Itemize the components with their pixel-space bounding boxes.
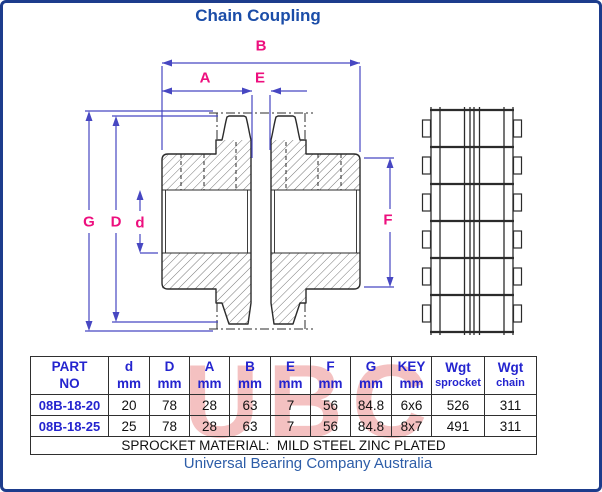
col-header-wgt-sprocket: Wgt sprocket: [431, 356, 485, 395]
col-header-B: B mm: [229, 356, 271, 395]
col-header-d: d mm: [108, 356, 150, 395]
dimensions-table: PART NO d mm D mm A mm B mm E mm: [30, 356, 537, 455]
page-title: Chain Coupling: [195, 6, 321, 25]
coupling-cross-section-drawing: [85, 59, 523, 335]
part-no: 08B-18-20: [38, 397, 101, 413]
col-header-A: A mm: [189, 356, 230, 395]
dim-label-E: E: [254, 69, 266, 87]
col-header-key: KEY mm: [391, 356, 432, 395]
col-header-F: F mm: [310, 356, 351, 395]
chain-side-view: [421, 107, 523, 335]
dim-label-D: D: [110, 213, 122, 231]
col-header-G: G mm: [350, 356, 392, 395]
material-note-row: SPROCKET MATERIAL: MILD STEEL ZINC PLATE…: [30, 436, 537, 455]
part-no: 08B-18-25: [38, 418, 101, 434]
dimension-lines: [85, 62, 394, 332]
company-footer: Universal Bearing Company Australia: [183, 455, 433, 472]
material-note: SPROCKET MATERIAL: MILD STEEL ZINC PLATE…: [30, 436, 537, 455]
col-header-E: E mm: [270, 356, 311, 395]
dimension-arrowheads: [85, 59, 394, 331]
dim-label-F: F: [383, 211, 393, 229]
dim-label-B: B: [255, 37, 267, 55]
table-row: 08B-18-20 20 78 28 63 7 56 84.8 6x6 526 …: [30, 394, 537, 416]
col-header-part-no: PART NO: [30, 356, 109, 395]
right-sprocket: [270, 115, 361, 325]
table-row: 08B-18-25 25 78 28 63 7 56 84.8 8x7 491 …: [30, 415, 537, 437]
dim-label-d: d: [135, 214, 145, 232]
col-header-wgt-chain: Wgt chain: [484, 356, 537, 395]
left-sprocket: [161, 115, 252, 325]
table-header-row: PART NO d mm D mm A mm B mm E mm: [30, 356, 537, 395]
dimensions-table-wrap: PART NO d mm D mm A mm B mm E mm: [30, 356, 538, 455]
col-header-D: D mm: [149, 356, 190, 395]
centerline-tip-circles: [209, 112, 313, 330]
dim-label-A: A: [199, 69, 211, 87]
dim-label-G: G: [83, 213, 95, 231]
